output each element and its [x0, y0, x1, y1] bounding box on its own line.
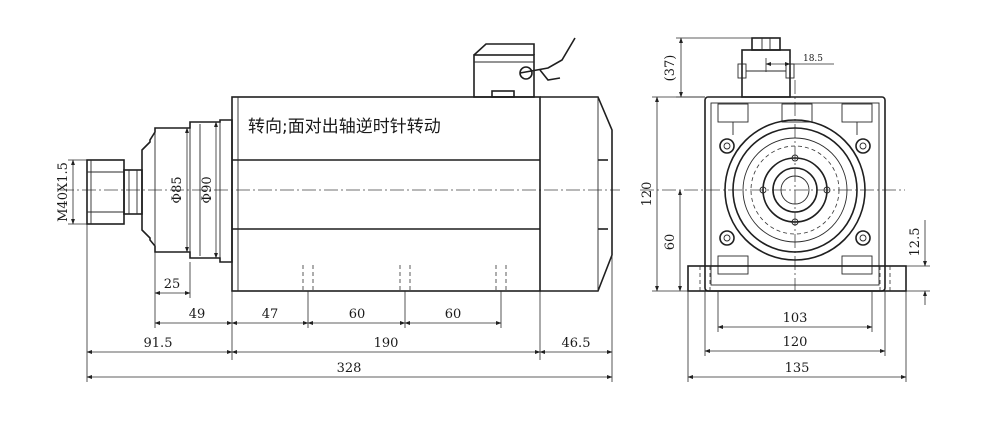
side-view: 转向;面对出轴逆时针转动 M40X1.5 Φ85 Φ90 25: [56, 37, 620, 382]
dim-60-v-label: 60: [663, 234, 678, 251]
dim-49-label: 49: [189, 307, 206, 322]
dim-37-label: (37): [663, 55, 678, 82]
mount-holes-side: [302, 265, 507, 291]
dim-thread: M40X1.5: [56, 159, 87, 225]
dim-18-5-label: 18.5: [803, 54, 823, 64]
dim-12-5-label: 12.5: [908, 228, 923, 257]
dim-49: 49: [154, 291, 233, 360]
dim-46-5-label: 46.5: [562, 336, 591, 351]
dim-328: 328: [86, 361, 613, 379]
dia-90-label: Φ90: [200, 176, 215, 203]
dim-12-5: 12.5: [906, 220, 930, 305]
dia-85-label: Φ85: [170, 176, 185, 203]
dim-18-5: 18.5: [765, 54, 834, 72]
dim-190-label: 190: [374, 336, 399, 351]
spindle-nose: [86, 159, 143, 225]
dim-25: 25: [154, 252, 191, 298]
connector: [473, 37, 576, 98]
dim-60b-label: 60: [445, 307, 462, 322]
dim-25-label: 25: [164, 277, 181, 292]
dim-60a-label: 60: [349, 307, 366, 322]
dim-chain-holes: 47 60 60: [231, 291, 502, 328]
dim-91-5-label: 91.5: [144, 336, 173, 351]
dim-328-label: 328: [337, 361, 362, 376]
dim-135-label: 135: [785, 361, 810, 376]
corner-bolts: [719, 138, 871, 246]
end-face-circles: [724, 119, 866, 261]
dim-37: (37): [663, 37, 752, 98]
end-feet: [687, 265, 907, 292]
dim-chain-body: 91.5 190 46.5: [86, 224, 613, 382]
end-view: (37) 18.5 120 60 12.5: [640, 37, 930, 382]
dim-dia-85: Φ85: [170, 127, 189, 253]
dim-120-v-label: 120: [640, 182, 655, 207]
dim-horizontal-end: 103 120 135: [687, 291, 907, 382]
dim-47-label: 47: [262, 307, 279, 322]
dim-103-label: 103: [783, 311, 808, 326]
motor-body: [231, 96, 613, 292]
rotation-note: 转向;面对出轴逆时针转动: [248, 117, 441, 137]
end-housing: [704, 96, 886, 292]
thread-label: M40X1.5: [56, 162, 71, 222]
dim-60-vertical: 60: [663, 189, 682, 292]
dim-120-h-label: 120: [783, 335, 808, 350]
dim-120-vertical: 120: [640, 96, 705, 292]
dim-dia-90: Φ90: [200, 121, 218, 259]
